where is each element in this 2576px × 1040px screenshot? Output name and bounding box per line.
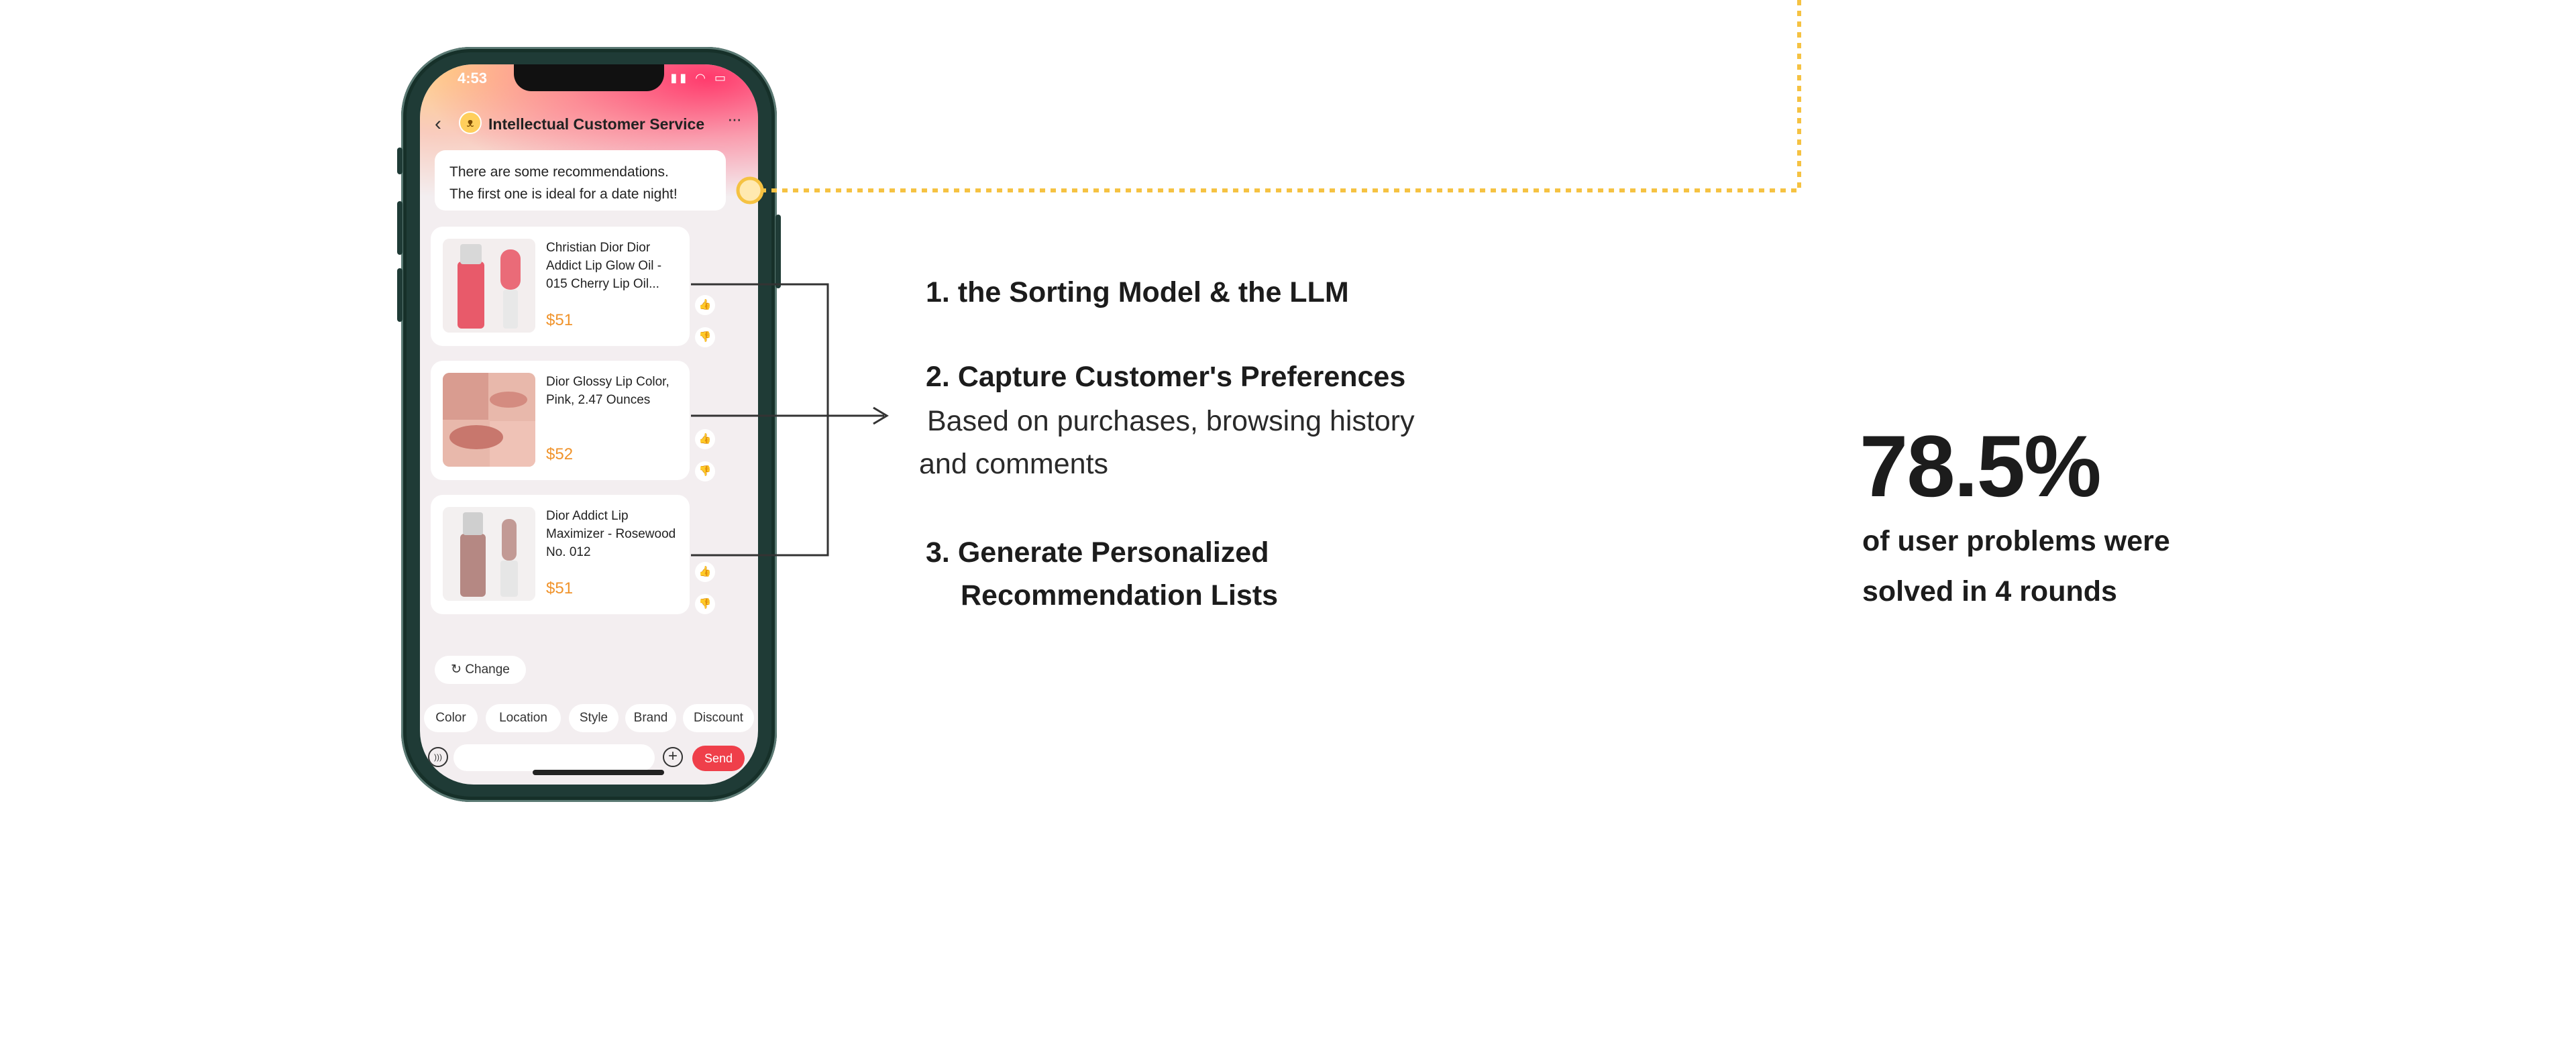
- side-button: [397, 201, 402, 255]
- side-button: [397, 148, 402, 174]
- change-button[interactable]: ↻ Change: [435, 656, 526, 684]
- refresh-icon: ↻: [451, 662, 462, 677]
- lip-oil-image: [443, 239, 535, 333]
- thumbs-up-icon[interactable]: 👍: [695, 429, 715, 449]
- bot-message-line: There are some recommendations.: [449, 164, 669, 180]
- step-number: 2.: [926, 361, 950, 393]
- stat-caption: of user problems were solved in 4 rounds: [1862, 516, 2238, 617]
- status-icons: ▮▮ ◠ ▭: [670, 71, 729, 84]
- step-title: Capture Customer's Preferences: [957, 361, 1406, 393]
- product-image: [443, 507, 535, 601]
- product-price: $51: [546, 311, 574, 329]
- step-description-line: and comments: [919, 448, 1109, 480]
- step-title-line: Recommendation Lists: [961, 579, 1279, 612]
- phone-notch: [514, 64, 664, 91]
- plus-icon[interactable]: +: [663, 747, 683, 767]
- lip-color-image: [443, 373, 535, 467]
- product-card[interactable]: Dior Glossy Lip Color, Pink, 2.47 Ounces…: [431, 361, 690, 480]
- thumbs-up-icon[interactable]: 👍: [695, 562, 715, 582]
- change-label: Change: [465, 662, 510, 677]
- suggestion-chips: Color Location Style Brand Discount: [420, 704, 758, 735]
- lip-maximizer-image: [443, 507, 535, 601]
- thumbs-down-icon[interactable]: 👎: [695, 327, 715, 347]
- product-image: [443, 239, 535, 333]
- bot-avatar-icon: ᴥ: [459, 111, 482, 134]
- step-1: 1. the Sorting Model & the LLM: [926, 276, 1349, 309]
- step-2-description: Based on purchases, browsing history and…: [919, 400, 1415, 485]
- back-icon[interactable]: ‹: [435, 113, 441, 135]
- arrow-head-icon: [873, 406, 889, 425]
- chip-location[interactable]: Location: [486, 704, 561, 732]
- send-button[interactable]: Send: [692, 746, 745, 771]
- chat-title: Intellectual Customer Service: [488, 115, 705, 133]
- step-title: Generate Personalized: [957, 536, 1269, 569]
- thumbs-down-icon[interactable]: 👎: [695, 461, 715, 481]
- bot-message: There are some recommendations. The firs…: [435, 150, 726, 211]
- thumbs-down-icon[interactable]: 👎: [695, 594, 715, 614]
- side-button: [775, 215, 781, 288]
- dotted-connector: [750, 0, 1801, 192]
- chip-brand[interactable]: Brand: [625, 704, 676, 732]
- bot-message-line: The first one is ideal for a date night!: [449, 186, 678, 202]
- step-title: the Sorting Model & the LLM: [957, 276, 1349, 308]
- voice-icon[interactable]: ))): [428, 747, 448, 767]
- status-time: 4:53: [458, 70, 488, 86]
- product-card[interactable]: Christian Dior Dior Addict Lip Glow Oil …: [431, 227, 690, 346]
- product-name: Dior Addict Lip Maximizer - Rosewood No.…: [546, 509, 676, 559]
- side-button: [397, 268, 402, 322]
- home-indicator: [533, 770, 664, 775]
- message-input[interactable]: [453, 744, 655, 771]
- input-row: ))) + Send: [420, 743, 758, 776]
- stat-value: 78.5%: [1860, 417, 2102, 515]
- chip-color[interactable]: Color: [424, 704, 478, 732]
- product-price: $51: [546, 579, 574, 597]
- product-card[interactable]: Dior Addict Lip Maximizer - Rosewood No.…: [431, 495, 690, 614]
- stat-caption-line: solved in 4 rounds: [1862, 575, 2117, 608]
- product-price: $52: [546, 445, 574, 463]
- product-image: [443, 373, 535, 467]
- thumbs-up-icon[interactable]: 👍: [695, 295, 715, 315]
- phone-screen: 4:53 ▮▮ ◠ ▭ ‹ ᴥ Intellectual Customer Se…: [420, 64, 758, 785]
- step-2: 2. Capture Customer's Preferences: [926, 361, 1405, 394]
- step-description-line: Based on purchases, browsing history: [927, 405, 1415, 437]
- product-name: Christian Dior Dior Addict Lip Glow Oil …: [546, 241, 662, 291]
- chip-style[interactable]: Style: [569, 704, 619, 732]
- step-number: 1.: [926, 276, 950, 308]
- stat-caption-line: of user problems were: [1862, 525, 2170, 557]
- more-icon[interactable]: ···: [727, 109, 742, 129]
- chip-discount[interactable]: Discount: [683, 704, 754, 732]
- chat-header: ‹ ᴥ Intellectual Customer Service ···: [420, 109, 758, 143]
- step-3: 3. Generate Personalized Recommendation …: [926, 531, 1278, 617]
- phone-mockup: 4:53 ▮▮ ◠ ▭ ‹ ᴥ Intellectual Customer Se…: [401, 47, 777, 802]
- step-number: 3.: [926, 536, 950, 569]
- product-name: Dior Glossy Lip Color, Pink, 2.47 Ounces: [546, 375, 669, 407]
